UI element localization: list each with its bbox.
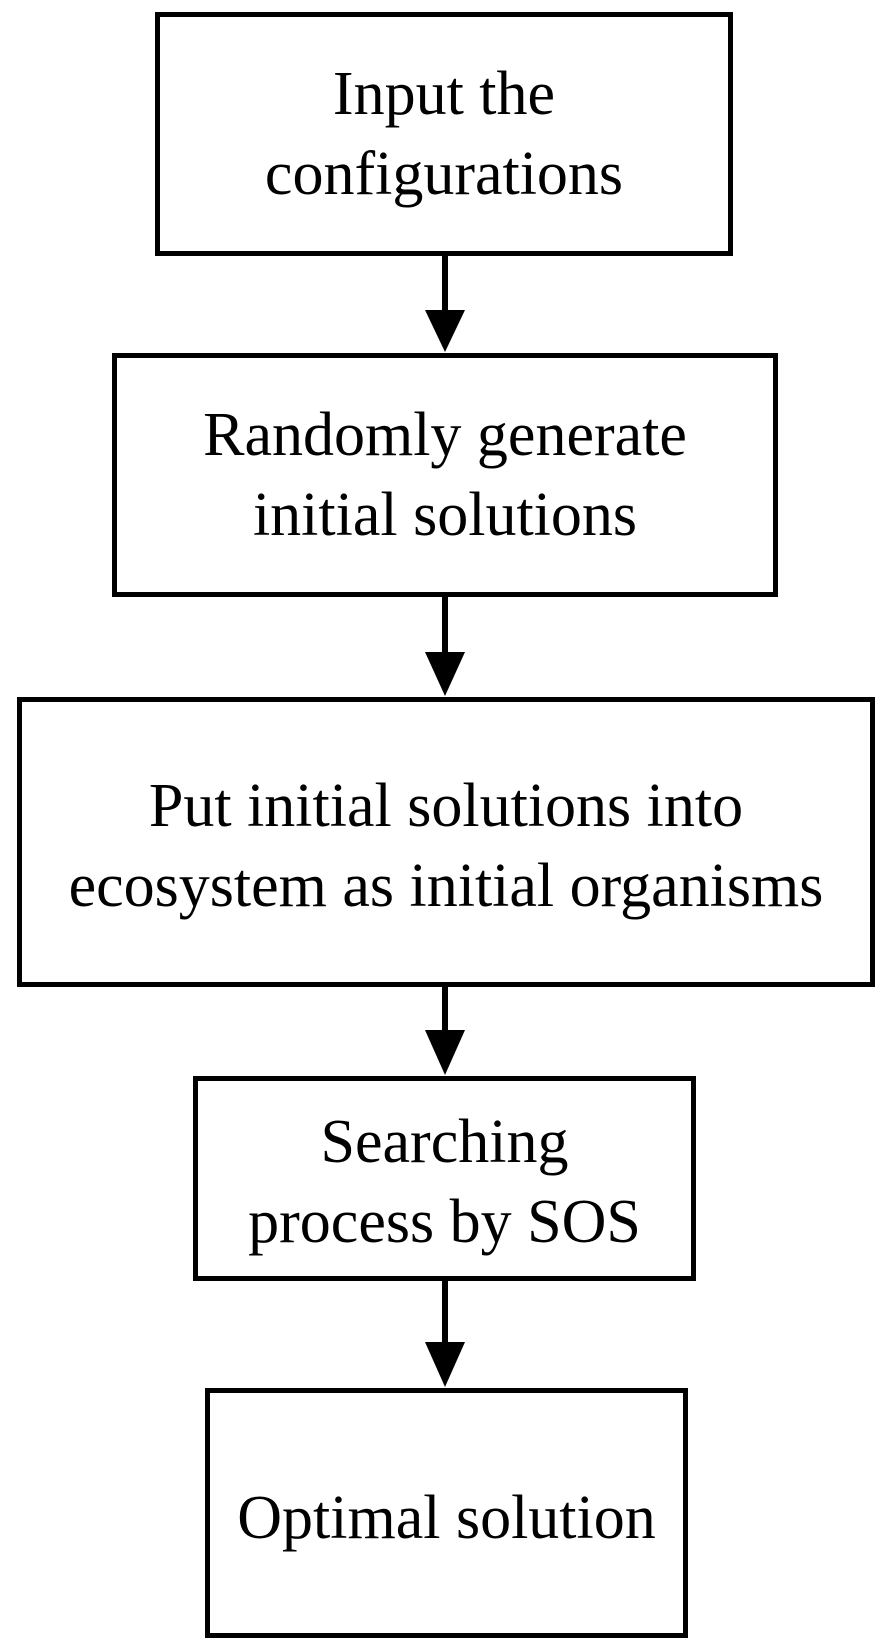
arrow-1-to-2 xyxy=(425,256,465,352)
step-generate-initial-solutions-box: Randomly generate initial solutions xyxy=(112,353,778,597)
step-input-configurations-box: Input the configurations xyxy=(155,12,733,256)
step-2-label: Randomly generate initial solutions xyxy=(203,401,687,549)
arrow-3-to-4 xyxy=(425,987,465,1075)
step-5-label: Optimal solution xyxy=(237,1484,656,1552)
step-searching-process-box: Searching process by SOS xyxy=(193,1076,696,1281)
step-4-label: Searching process by SOS xyxy=(248,1107,641,1256)
step-optimal-solution-box: Optimal solution xyxy=(205,1388,688,1638)
arrow-4-to-5 xyxy=(425,1281,465,1387)
step-1-label: Input the configurations xyxy=(264,60,624,208)
arrow-2-to-3 xyxy=(425,597,465,696)
step-3-label: Put initial solutions into ecosystem as … xyxy=(68,772,824,920)
step-put-into-ecosystem-box: Put initial solutions into ecosystem as … xyxy=(17,697,875,987)
